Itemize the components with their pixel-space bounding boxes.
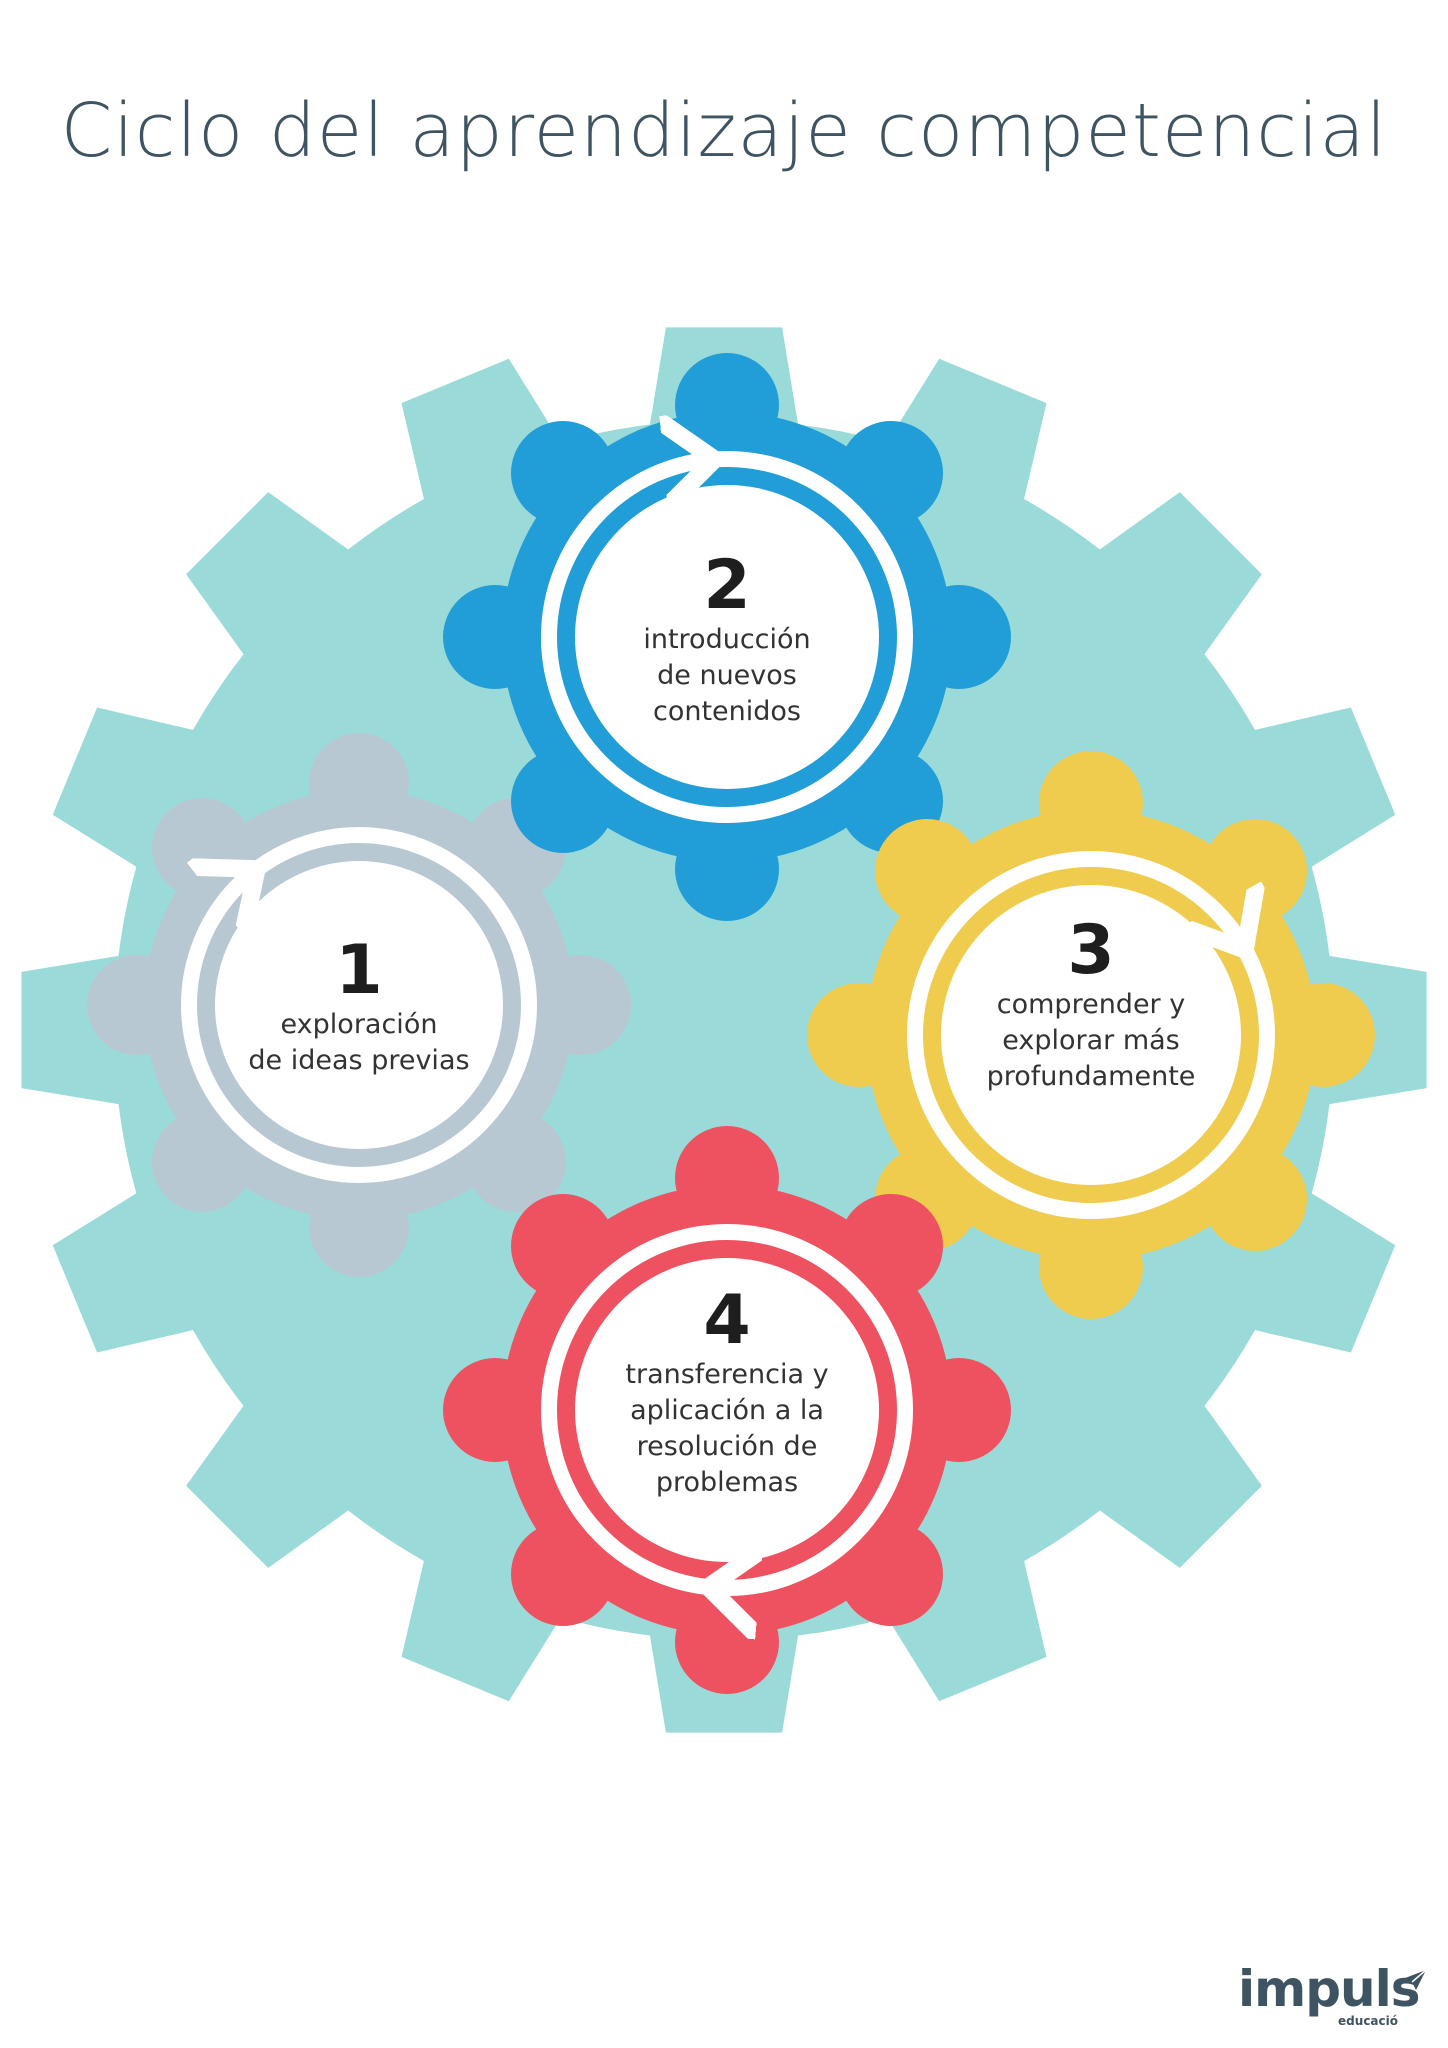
step-4: 4 transferencia y aplicación a la resolu… bbox=[587, 1285, 867, 1501]
gear-step-2-arrow-icon bbox=[652, 460, 711, 472]
gear-step-4 bbox=[443, 1126, 1011, 1694]
step-4-number: 4 bbox=[703, 1281, 751, 1360]
background-gear bbox=[21, 327, 1427, 1733]
gear-step-2-center bbox=[575, 485, 879, 789]
step-2-label: introducción de nuevos contenidos bbox=[643, 624, 811, 727]
impuls-logo: impuls educació bbox=[1238, 1962, 1428, 2032]
step-1-label: exploración de ideas previas bbox=[248, 1009, 470, 1076]
gear-step-4-arrow-icon bbox=[712, 1577, 796, 1588]
gear-step-1-center bbox=[215, 861, 503, 1149]
gear-step-3-arrow-icon bbox=[1209, 904, 1244, 947]
gear-step-3 bbox=[807, 751, 1375, 1319]
logo-subtitle: educació bbox=[1338, 2014, 1398, 2028]
gear-step-2 bbox=[443, 353, 1011, 921]
paper-plane-icon bbox=[1400, 1969, 1427, 1990]
step-1: 1 exploración de ideas previas bbox=[219, 935, 499, 1079]
logo-wordmark: impuls bbox=[1238, 1960, 1421, 2018]
step-1-number: 1 bbox=[335, 931, 383, 1010]
gear-step-4-center bbox=[575, 1258, 879, 1562]
step-3-label: comprender y explorar más profundamente bbox=[986, 989, 1196, 1092]
big-gear-shape bbox=[21, 327, 1427, 1733]
page-title: Ciclo del aprendizaje competencial bbox=[60, 88, 1388, 174]
gear-step-1-ring bbox=[181, 827, 537, 1183]
step-4-label: transferencia y aplicación a la resoluci… bbox=[625, 1359, 829, 1498]
gear-step-3-center bbox=[941, 885, 1241, 1185]
step-3-number: 3 bbox=[1067, 911, 1115, 990]
gear-step-1-arrow-icon bbox=[212, 871, 255, 920]
step-2: 2 introducción de nuevos contenidos bbox=[587, 550, 867, 730]
gear-step-3-ring bbox=[907, 851, 1275, 1219]
step-3: 3 comprender y explorar más profundament… bbox=[941, 915, 1241, 1095]
step-2-number: 2 bbox=[703, 546, 751, 625]
gear-step-1 bbox=[87, 732, 631, 1278]
gear-step-2-ring bbox=[541, 451, 913, 823]
